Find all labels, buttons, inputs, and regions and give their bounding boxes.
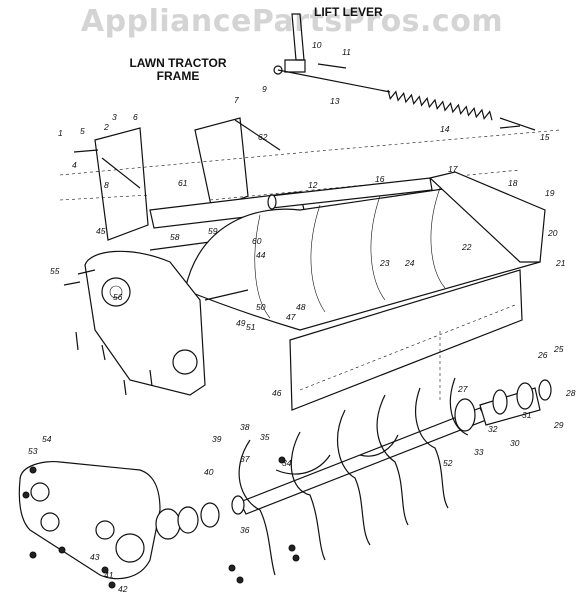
callout-39: 39 — [212, 434, 222, 444]
small-nuts — [22, 456, 300, 589]
callout-20: 20 — [547, 228, 558, 238]
callout-30: 30 — [510, 438, 520, 448]
tines — [238, 377, 469, 576]
tine-hood — [184, 171, 546, 331]
callout-24: 24 — [404, 258, 415, 268]
callout-59: 59 — [208, 226, 218, 236]
callout-55: 55 — [50, 266, 60, 276]
callout-21: 21 — [555, 258, 566, 268]
frame-title-line1: LAWN TRACTOR — [129, 56, 227, 70]
chain-case — [18, 460, 161, 580]
left-side-plate — [84, 250, 249, 396]
callout-31: 31 — [522, 410, 532, 420]
callout-7: 7 — [234, 95, 239, 105]
callout-22: 22 — [461, 242, 472, 252]
callout-60: 60 — [252, 236, 262, 246]
callout-4: 4 — [72, 160, 77, 170]
callout-15: 15 — [540, 132, 550, 142]
callout-43: 43 — [90, 552, 100, 562]
callout-27: 27 — [457, 384, 468, 394]
main-shaft — [267, 177, 433, 210]
callout-58: 58 — [170, 232, 180, 242]
callout-45: 45 — [96, 226, 106, 236]
callout-38: 38 — [240, 422, 250, 432]
callout-19: 19 — [545, 188, 555, 198]
lawn-tractor-frame-title: LAWN TRACTOR FRAME — [128, 57, 228, 83]
right-bearing-stack — [439, 330, 552, 432]
lift-lever-title: LIFT LEVER — [314, 5, 383, 19]
callout-49: 49 — [236, 318, 246, 328]
side-plate-bolts — [63, 269, 153, 396]
callout-8: 8 — [104, 180, 109, 190]
callout-14: 14 — [440, 124, 450, 134]
callout-47: 47 — [286, 312, 296, 322]
callout-6: 6 — [133, 112, 138, 122]
tension-spring — [387, 89, 536, 131]
left-bearing-stack — [155, 495, 245, 540]
frame-title-line2: FRAME — [156, 69, 200, 83]
right-hitch-bracket — [194, 117, 281, 211]
callout-23: 23 — [379, 258, 390, 268]
callout-48: 48 — [296, 302, 306, 312]
callout-44: 44 — [256, 250, 266, 260]
callout-3: 3 — [112, 112, 117, 122]
callout-16: 16 — [375, 174, 385, 184]
callout-13: 13 — [330, 96, 340, 106]
rear-flap — [289, 269, 523, 411]
callout-12: 12 — [308, 180, 318, 190]
callout-25: 25 — [553, 344, 564, 354]
callout-1: 1 — [58, 128, 63, 138]
callout-9: 9 — [262, 84, 267, 94]
callout-50: 50 — [256, 302, 266, 312]
callout-51: 51 — [246, 322, 256, 332]
callout-33: 33 — [474, 447, 484, 457]
callout-26: 26 — [537, 350, 548, 360]
callout-34: 34 — [282, 458, 292, 468]
callout-18: 18 — [508, 178, 518, 188]
callout-28: 28 — [565, 388, 576, 398]
callout-37: 37 — [240, 454, 250, 464]
callout-2: 2 — [103, 122, 109, 132]
callout-46: 46 — [272, 388, 282, 398]
callout-42: 42 — [118, 584, 128, 594]
callout-56: 56 — [113, 292, 123, 302]
callout-29: 29 — [553, 420, 564, 430]
callout-36: 36 — [240, 525, 250, 535]
callout-53: 53 — [28, 446, 38, 456]
callout-62: 62 — [258, 132, 268, 142]
callout-52: 52 — [443, 458, 453, 468]
callout-11: 11 — [342, 47, 351, 57]
watermark: AppliancePartsPros.com — [80, 4, 504, 39]
callout-41: 41 — [104, 570, 114, 580]
callout-17: 17 — [448, 164, 458, 174]
callout-40: 40 — [204, 467, 214, 477]
callout-10: 10 — [312, 40, 322, 50]
callout-32: 32 — [488, 424, 498, 434]
callout-61: 61 — [178, 178, 188, 188]
callout-54: 54 — [42, 434, 52, 444]
pin-11-spring — [499, 125, 521, 129]
callout-35: 35 — [260, 432, 270, 442]
lift-rod — [277, 69, 391, 93]
left-hitch-bracket — [73, 127, 149, 241]
callout-5: 5 — [80, 126, 85, 136]
pin-11-top — [317, 63, 347, 69]
